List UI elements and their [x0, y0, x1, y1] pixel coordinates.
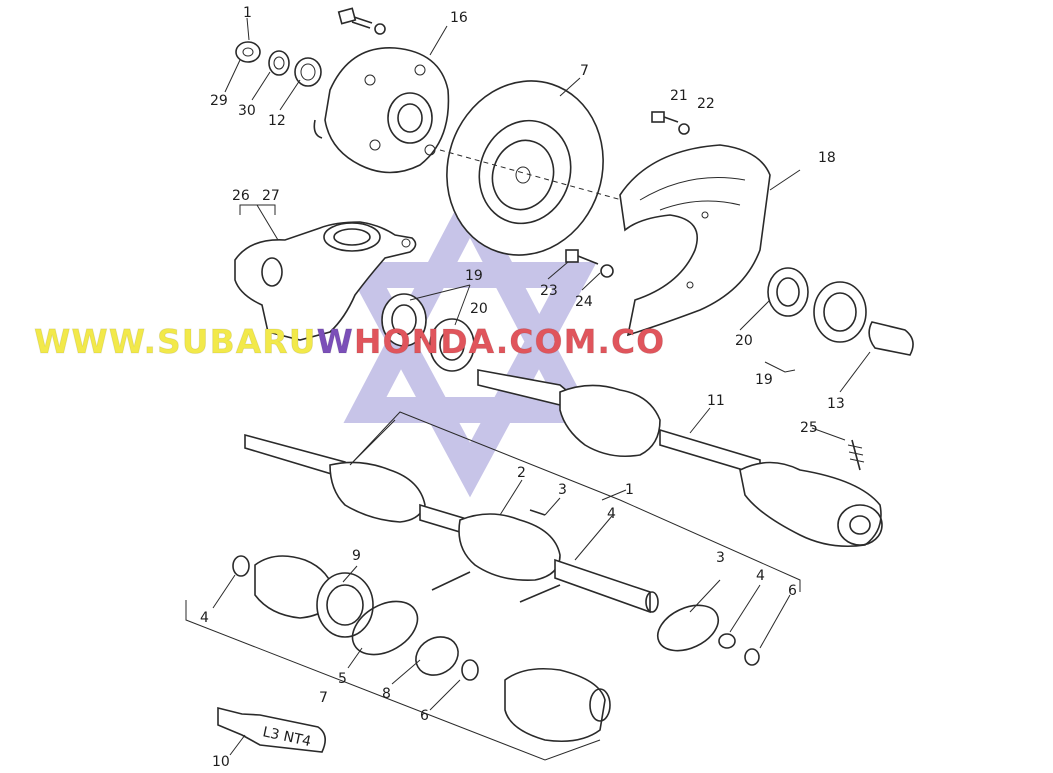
knuckle-bolt [565, 249, 614, 278]
boot-clamps [431, 509, 561, 603]
inner-bearing [381, 293, 475, 372]
callout-6-right: 6 [788, 583, 797, 599]
splash-guard-bolt [651, 111, 690, 135]
callout-12: 12 [268, 113, 286, 129]
callout-30: 30 [238, 103, 256, 119]
axle-shaft-11 [477, 369, 883, 548]
callout-19-lower: 19 [755, 372, 773, 388]
callout-6-lower: 6 [420, 708, 429, 724]
callout-20-lower: 20 [735, 333, 753, 349]
grease-tube: L3 NT4 [217, 706, 326, 753]
callout-7: 7 [580, 63, 589, 79]
circlip-group [656, 604, 760, 666]
callout-11: 11 [707, 393, 725, 409]
callout-16: 16 [450, 10, 468, 26]
outer-bearing-group [767, 267, 914, 356]
watermark-part-honda: HONDA.COM.CO [353, 322, 666, 362]
steering-knuckle [234, 221, 417, 341]
callout-21: 21 [670, 88, 688, 104]
cv-joint-boot-group [232, 555, 611, 743]
bolt-part [337, 7, 386, 35]
callout-4-right: 4 [756, 568, 765, 584]
watermark-part-subaru: WWW.SUBARU [34, 322, 317, 362]
callout-1: 1 [243, 5, 252, 21]
callout-29: 29 [210, 93, 228, 109]
callout-25: 25 [800, 420, 818, 436]
brake-rotor [446, 80, 604, 256]
callout-7-lower: 7 [319, 690, 328, 706]
callout-22: 22 [697, 96, 715, 112]
logo-triangle-down [343, 262, 597, 498]
website-watermark: WWW.SUBARUWHONDA.COM.CO [34, 322, 1009, 362]
callout-3-upper: 3 [558, 482, 567, 498]
callout-4-left: 4 [200, 610, 209, 626]
callout-3-right: 3 [716, 550, 725, 566]
callout-2: 2 [517, 465, 526, 481]
callout-27: 27 [262, 188, 280, 204]
nut-washer-seal-group [235, 41, 322, 87]
spring-pin [847, 439, 865, 471]
callout-8: 8 [382, 686, 391, 702]
splash-guard [619, 144, 771, 337]
leader-lines [185, 17, 871, 761]
axle-shaft-1 [244, 433, 659, 614]
callout-19-upper: 19 [465, 268, 483, 284]
callout-23: 23 [540, 283, 558, 299]
callout-9: 9 [352, 548, 361, 564]
callout-13: 13 [827, 396, 845, 412]
callout-numbers: 1 29 30 12 16 7 21 22 18 26 27 19 20 23 … [200, 5, 845, 770]
callout-5: 5 [338, 671, 347, 687]
wheel-hub [313, 47, 450, 174]
callout-20-upper: 20 [470, 301, 488, 317]
watermark-part-w: W [316, 322, 354, 362]
callout-1-lower: 1 [625, 482, 634, 498]
callout-4-upper: 4 [607, 506, 616, 522]
callout-26: 26 [232, 188, 250, 204]
callout-24: 24 [575, 294, 593, 310]
callout-18: 18 [818, 150, 836, 166]
callout-10: 10 [212, 754, 230, 770]
